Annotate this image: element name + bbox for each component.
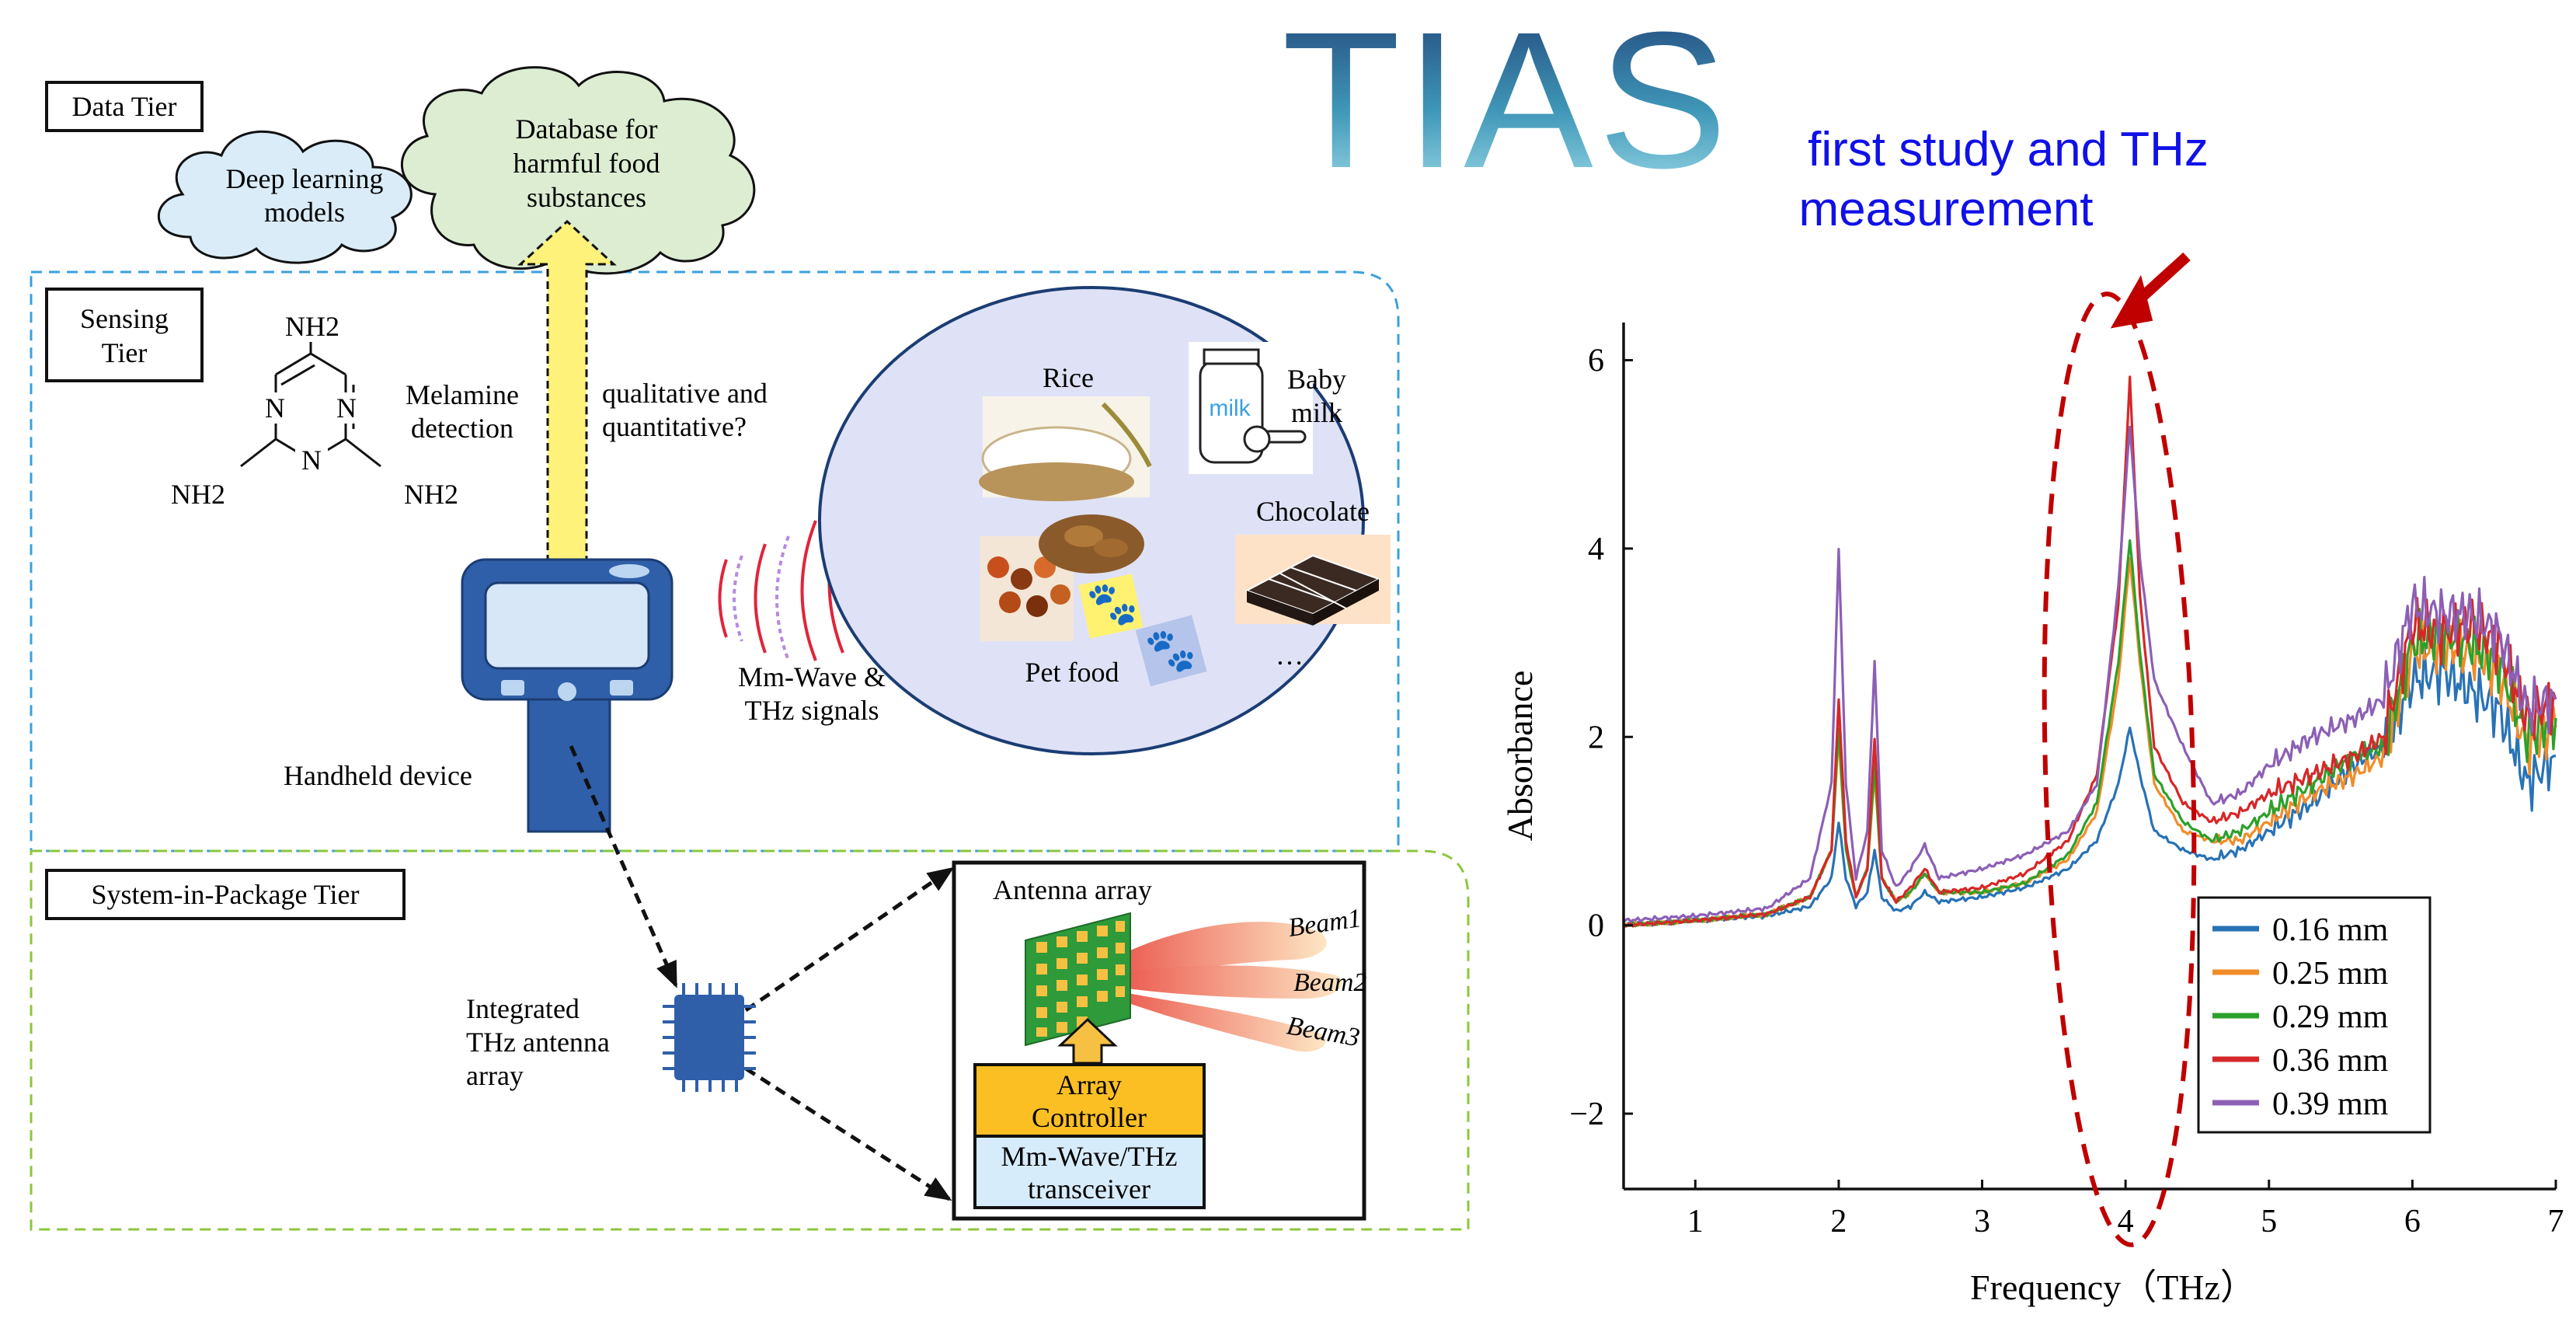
chip-label-2: THz antenna [466, 1027, 610, 1058]
annotation-arrow [2110, 252, 2191, 329]
x-tick-label: 1 [1687, 1204, 1704, 1240]
y-tick-label: 0 [1588, 908, 1604, 944]
chip-label-1: Integrated [466, 993, 580, 1024]
y-tick-label: 6 [1588, 343, 1604, 378]
sip-tier-frame [30, 849, 1470, 1231]
baby-milk-image [1189, 342, 1313, 474]
data-tier-label: Data Tier [45, 81, 204, 132]
sensing-tier-label: Sensing Tier [45, 288, 204, 382]
x-tick-label: 5 [2261, 1204, 2277, 1240]
chocolate-image [1235, 535, 1391, 626]
signals-label-2: THz signals [745, 695, 879, 726]
paw-icon-1: 🐾 [1086, 581, 1138, 627]
ring-n-left: N [265, 392, 285, 424]
chart-series-group [1622, 375, 2557, 929]
legend-entry: 0.25 mm [2272, 956, 2389, 992]
device-to-chip-arrow [569, 744, 678, 988]
svg-text:models: models [264, 197, 345, 228]
series-line-5 [1622, 425, 2557, 923]
handheld-label: Handheld device [284, 760, 472, 791]
legend-box [2197, 896, 2432, 1134]
tias-logo: TIAS [1282, 0, 1732, 208]
x-tick-label: 7 [2548, 1204, 2564, 1240]
legend-entry: 0.29 mm [2272, 999, 2389, 1035]
svg-text:Sensing: Sensing [80, 303, 169, 334]
beam-patterns [1080, 922, 1342, 1052]
array-controller: Array Controller [973, 1063, 1206, 1138]
svg-text:Array: Array [1057, 1069, 1122, 1100]
series-line-3 [1623, 539, 2557, 928]
x-axis-label: Frequency（THz） [1970, 1267, 2256, 1307]
question-label-1: qualitative and [602, 378, 768, 409]
antenna-array-title: Antenna array [993, 874, 1152, 905]
annotation-line-2: measurement [1798, 183, 2093, 236]
y-axis-label: Absorbance [1500, 671, 1540, 842]
x-tick-label: 3 [1974, 1204, 1990, 1240]
rice-label: Rice [1043, 362, 1094, 393]
handheld-device [461, 558, 674, 833]
svg-text:harmful food: harmful food [513, 148, 660, 179]
rice-image [979, 396, 1152, 501]
milk-jar-label: milk [1209, 396, 1251, 421]
deep-learning-cloud: Deep learning models [157, 130, 413, 264]
svg-text:Controller: Controller [1032, 1102, 1147, 1133]
x-tick-label: 6 [2404, 1204, 2421, 1240]
highlight-ellipse [2042, 291, 2197, 1247]
sip-tier-label: System-in-Package Tier [45, 869, 406, 920]
annotation-line-1: first study and THz [1808, 123, 2209, 176]
transceiver: Mm-Wave/THz transceiver [973, 1135, 1206, 1209]
ellipsis-label: … [1276, 640, 1304, 671]
question-label-2: quantitative? [602, 411, 747, 442]
amine-right: NH2 [404, 479, 458, 510]
baby-milk-label-2: milk [1291, 397, 1342, 428]
melamine-label-1: Melamine [406, 379, 519, 410]
chart-legend: 0.16 mm 0.25 mm 0.29 mm 0.36 mm 0.39 mm [2197, 896, 2432, 1134]
baby-milk-label-1: Baby [1287, 364, 1346, 395]
y-tick-label: −2 [1569, 1097, 1604, 1132]
chip-to-antenna-arrow [744, 866, 955, 1013]
x-tick-label: 2 [1830, 1204, 1847, 1240]
y-tick-label: 4 [1588, 532, 1604, 567]
legend-entry: 0.36 mm [2272, 1043, 2389, 1079]
amine-top: NH2 [285, 311, 339, 342]
upload-arrow [517, 219, 617, 577]
svg-text:transceiver: transceiver [1028, 1173, 1150, 1205]
antenna-panel [1025, 912, 1131, 1047]
signals-label-1: Mm-Wave & [738, 661, 886, 692]
y-tick-label: 2 [1588, 720, 1604, 755]
x-tick-label: 4 [2118, 1204, 2134, 1240]
pet-food-label: Pet food [1025, 657, 1119, 688]
svg-text:System-in-Package Tier: System-in-Package Tier [92, 879, 360, 910]
svg-text:Data Tier: Data Tier [72, 91, 177, 122]
svg-text:Database for: Database for [516, 113, 658, 145]
melamine-label-2: detection [411, 413, 513, 444]
series-line-1 [1623, 644, 2557, 929]
beam2-label: Beam2 [1293, 968, 1366, 997]
legend-entry: 0.16 mm [2272, 912, 2389, 948]
integrated-chip [663, 983, 756, 1092]
legend-entry: 0.39 mm [2272, 1086, 2389, 1122]
svg-text:Mm-Wave/THz: Mm-Wave/THz [1001, 1141, 1177, 1172]
sensing-tier-frame [30, 270, 1400, 853]
pet-food-image [980, 514, 1207, 687]
svg-text:Tier: Tier [102, 337, 148, 368]
amine-left: NH2 [171, 479, 225, 510]
ring-n-right: N [336, 392, 357, 424]
svg-text:Deep learning: Deep learning [226, 163, 384, 194]
ring-n-bottom: N [301, 445, 322, 476]
svg-text:substances: substances [527, 182, 646, 213]
chocolate-label: Chocolate [1256, 496, 1370, 527]
chip-to-transceiver-arrow [744, 1066, 952, 1201]
paw-icon-2: 🐾 [1144, 627, 1196, 674]
controller-up-arrow [1057, 1017, 1118, 1065]
chip-label-3: array [466, 1060, 524, 1091]
